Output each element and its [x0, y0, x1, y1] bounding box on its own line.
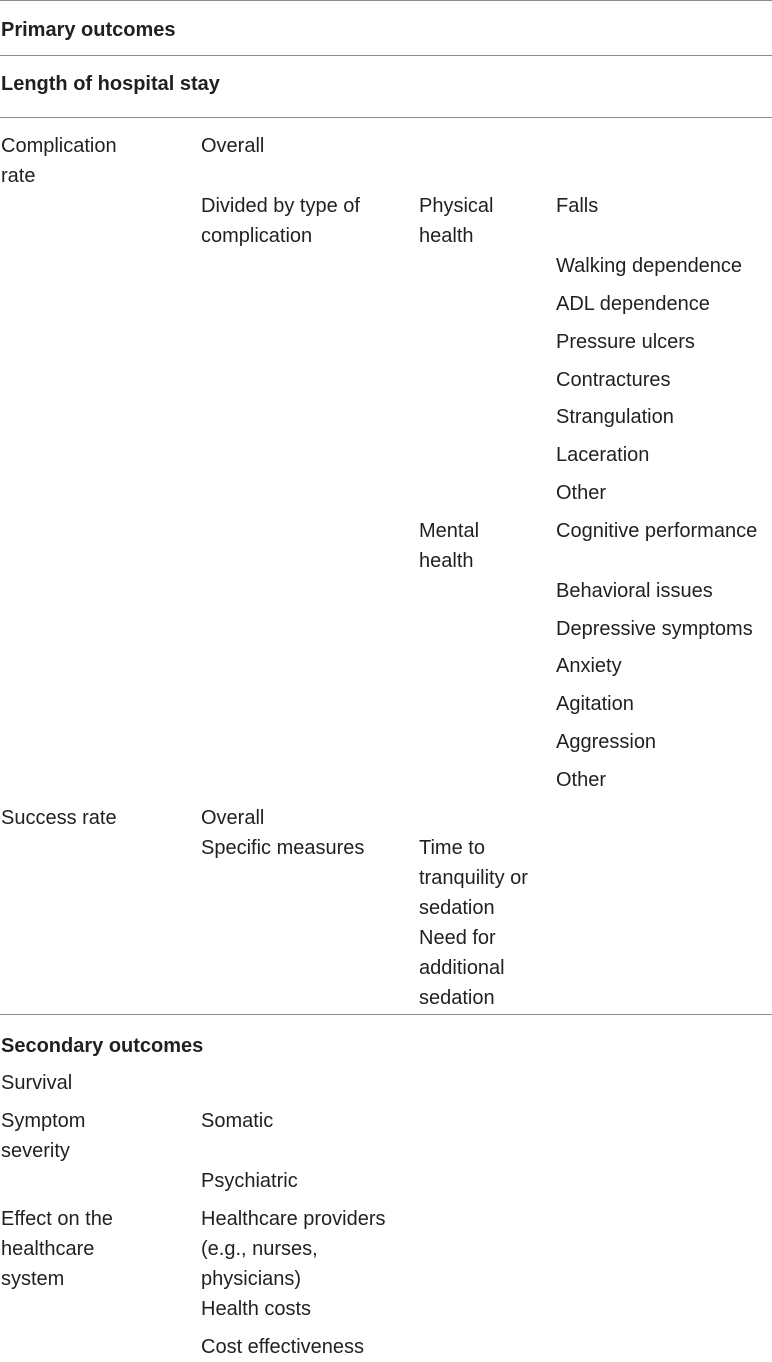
top-rule [0, 0, 772, 1]
mental-item: Behavioral issues [556, 580, 713, 602]
physical-health-label: Physical health [419, 195, 494, 247]
specific-measures-label: Specific measures [201, 837, 365, 859]
somatic-label: Somatic [201, 1110, 274, 1132]
need-for-additional-sedation: Need for additional sedation [419, 927, 505, 1009]
physical-item: Other [556, 482, 607, 504]
physical-item: Walking dependence [556, 255, 743, 277]
physical-item: ADL dependence [556, 293, 710, 315]
success-overall: Overall [201, 807, 265, 829]
physical-item: Falls [556, 195, 599, 217]
time-to-tranquility: Time to tranquility or sedation [419, 837, 528, 919]
physical-item: Contractures [556, 369, 671, 391]
mental-item: Depressive symptoms [556, 618, 753, 640]
complication-overall: Overall [201, 135, 265, 157]
physical-item: Laceration [556, 444, 650, 466]
mental-item: Agitation [556, 693, 634, 715]
psychiatric-label: Psychiatric [201, 1170, 298, 1192]
mental-item: Anxiety [556, 655, 622, 677]
rule-below-primary [0, 55, 772, 56]
complication-rate-label: Complication rate [1, 135, 117, 187]
healthcare-providers: Healthcare providers (e.g., nurses, phys… [201, 1208, 386, 1290]
divided-by-type-label: Divided by type of complication [201, 195, 360, 247]
length-of-hospital-stay-heading: Length of hospital stay [1, 73, 220, 95]
secondary-outcomes-heading: Secondary outcomes [1, 1035, 204, 1057]
rule-above-secondary [0, 1014, 772, 1015]
health-costs: Health costs [201, 1298, 312, 1320]
healthcare-system-label: Effect on the healthcare system [1, 1208, 113, 1290]
physical-item: Strangulation [556, 406, 674, 428]
physical-item: Pressure ulcers [556, 331, 695, 353]
symptom-severity-label: Symptom severity [1, 1110, 86, 1162]
survival-label: Survival [1, 1072, 73, 1094]
success-rate-label: Success rate [1, 807, 117, 829]
mental-item: Other [556, 769, 607, 791]
mental-health-label: Mental health [419, 520, 480, 572]
cost-effectiveness: Cost effectiveness [201, 1336, 365, 1358]
rule-below-length-of-stay [0, 117, 772, 118]
mental-item: Cognitive performance [556, 520, 758, 542]
mental-item: Aggression [556, 731, 657, 753]
primary-outcomes-heading: Primary outcomes [1, 19, 176, 41]
